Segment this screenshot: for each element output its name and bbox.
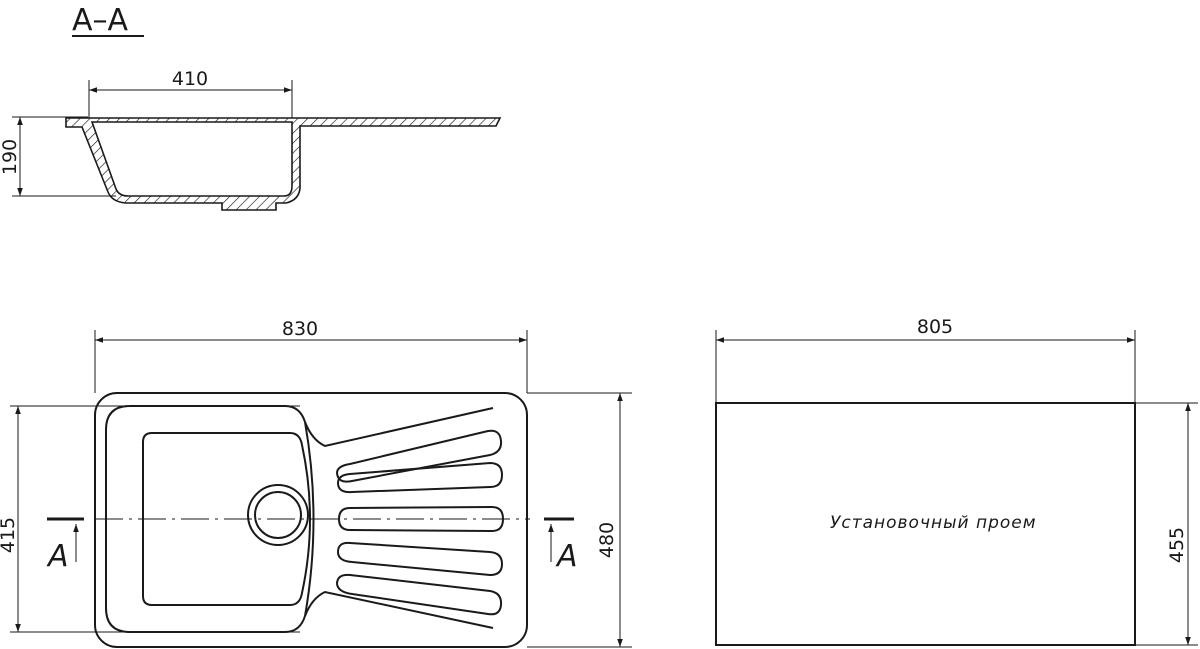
dim-805: 805 (917, 316, 953, 338)
cutout-view: Установочный проем 805 455 (715, 316, 1198, 646)
section-view: 410 190 (0, 68, 502, 211)
groove (335, 573, 503, 616)
groove (337, 505, 505, 533)
plan-view: A A 830 480 415 (0, 318, 632, 648)
cutout-label: Установочный проем (830, 513, 1037, 533)
dim-830: 830 (282, 318, 318, 340)
bowl-outer-rim (105, 405, 494, 633)
dim-415: 415 (0, 517, 19, 553)
sink-section-profile (65, 117, 502, 211)
dim-410: 410 (172, 68, 208, 90)
groove (336, 461, 504, 494)
groove (336, 541, 504, 577)
drainboard-grooves (335, 429, 505, 616)
svg-text:A–A: A–A (72, 3, 129, 38)
cutout-rect (715, 402, 1136, 646)
dim-190: 190 (0, 139, 21, 175)
svg-text:A: A (46, 539, 69, 574)
drain-outer-icon (247, 484, 309, 546)
svg-text:A: A (555, 539, 578, 574)
drain-inner-icon (254, 491, 302, 539)
bowl-inner (142, 432, 311, 606)
dim-455: 455 (1166, 527, 1188, 563)
section-title: A–A (72, 3, 144, 38)
groove (335, 429, 503, 483)
sink-outline (94, 392, 528, 648)
dim-480: 480 (596, 522, 618, 558)
